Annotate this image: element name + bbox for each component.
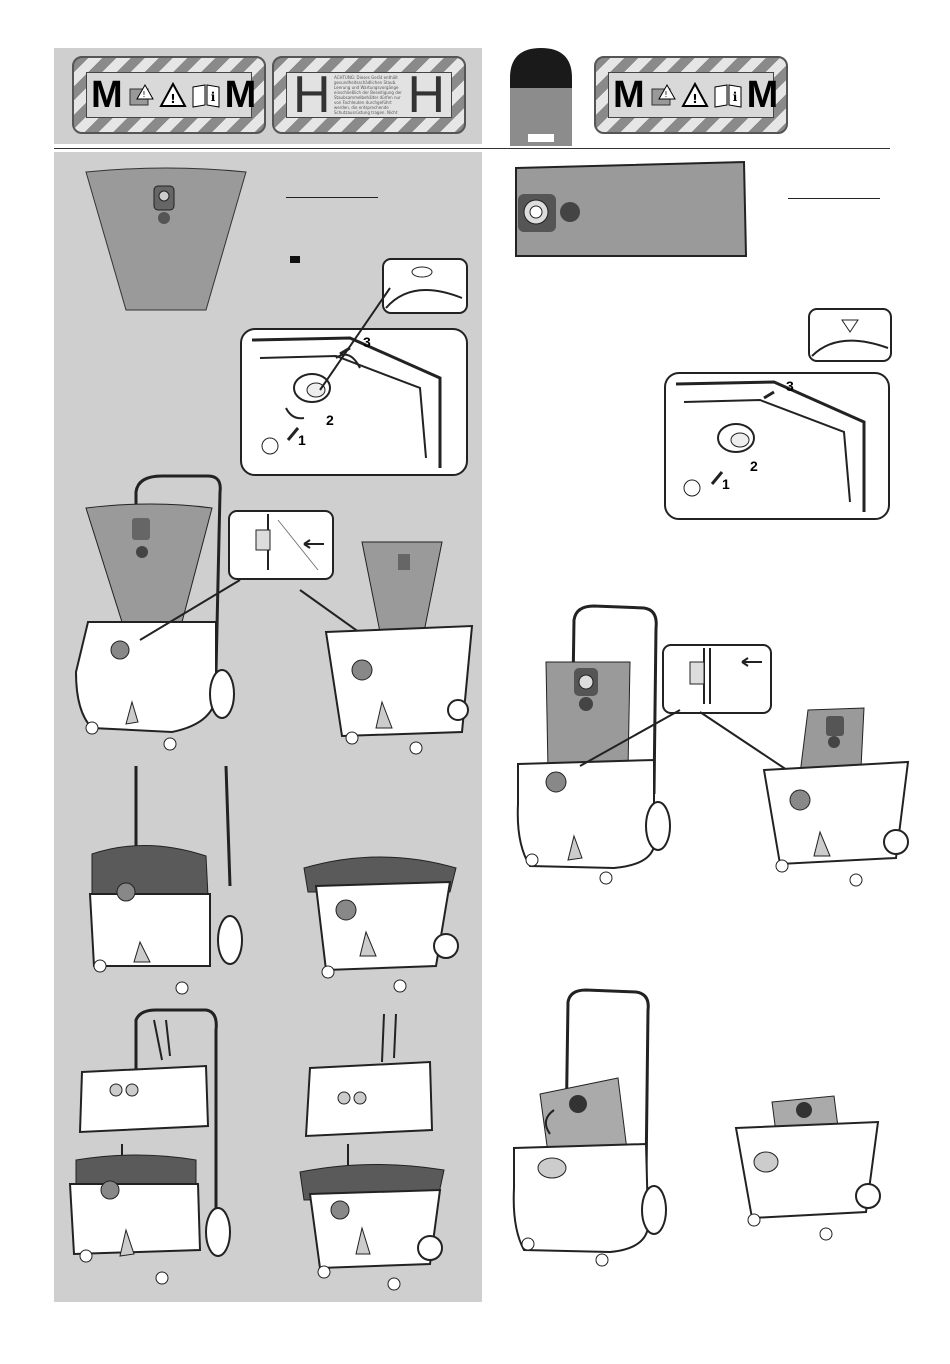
dust-bag-funnel (85, 167, 247, 311)
manual-info-icon: i (192, 84, 220, 108)
step-label-1-right: 1 (722, 476, 730, 492)
valve-closeup-inset-right (808, 308, 892, 362)
svg-text:!: ! (664, 90, 667, 99)
step-label-3: 3 (363, 334, 371, 350)
m-class-badge-left: M ! ! i M (72, 56, 266, 134)
manual-info-icon: i (714, 84, 742, 108)
m-letter-right: M (224, 74, 257, 116)
h-class-badge: H ACHTUNG: Dieses Gerät enthält gesundhe… (272, 56, 466, 134)
svg-text:!: ! (142, 90, 145, 99)
vacuum-open-bag (324, 541, 474, 755)
h-warning-text: ACHTUNG: Dieses Gerät enthält gesundheit… (334, 75, 402, 115)
vacuum-with-funnel-bag (74, 474, 235, 751)
section-tab (510, 48, 572, 146)
m-letter-left-2: M (613, 74, 645, 116)
warning-triangle-icon: ! (158, 81, 187, 107)
svg-text:i: i (732, 90, 737, 104)
vacuum-flat-bag-rotate-right (734, 1095, 881, 1241)
svg-text:!: ! (692, 92, 697, 106)
heading-rule-right (788, 198, 880, 199)
vacuum-flat-bag-rotate-left (512, 988, 667, 1267)
latch-detail-inset-right (662, 644, 772, 714)
valve-closeup-inset (382, 258, 468, 314)
m-class-badge-right: M ! ! i M (594, 56, 788, 134)
vacuum-with-flat-bag (516, 604, 671, 885)
m-letter-right-2: M (746, 74, 779, 116)
bullet-marker (290, 256, 300, 263)
heading-rule-left (286, 197, 378, 198)
filter-warning-icon: ! (129, 83, 154, 106)
h-letter-right: H (407, 66, 445, 124)
step-label-2-right: 2 (750, 458, 758, 474)
step-label-2: 2 (326, 412, 334, 428)
lid-detail-left (240, 287, 468, 476)
vacuum-head-placement-left (68, 1008, 231, 1285)
svg-text:!: ! (170, 92, 175, 106)
vacuum-head-placement-right (299, 1013, 445, 1291)
h-letter-left: H (293, 66, 331, 124)
warning-triangle-icon: ! (680, 81, 709, 107)
flat-bag-illustration (515, 160, 748, 257)
filter-warning-icon: ! (651, 83, 676, 106)
lid-detail-right (664, 372, 890, 520)
header-divider (54, 148, 890, 149)
m-letter-left: M (91, 74, 123, 116)
vacuum-open-flat-bag (762, 707, 910, 887)
step-label-1: 1 (298, 432, 306, 448)
svg-text:i: i (210, 90, 215, 104)
vacuum-bag-installed-left (88, 765, 243, 995)
vacuum-bag-installed-right (303, 856, 459, 993)
latch-detail-inset (228, 510, 334, 580)
step-label-3-right: 3 (786, 378, 794, 394)
